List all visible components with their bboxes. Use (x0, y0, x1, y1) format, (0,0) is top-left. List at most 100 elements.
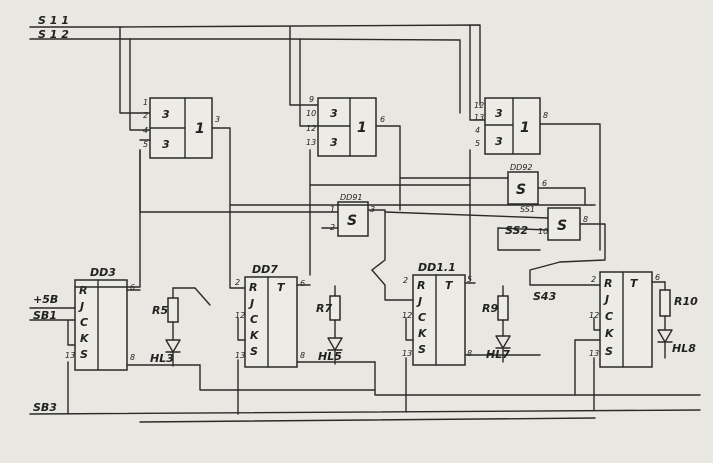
gate-dd92: S DD92 6 (399, 163, 586, 206)
indicator-1: R5 HL3 (150, 287, 211, 367)
gate1-pin: 1 (143, 98, 148, 107)
r9-label: R9 (482, 302, 498, 315)
gate2-pin: 9 (309, 95, 314, 104)
ff4-pin-r: R (604, 277, 612, 290)
gate1-pin: 4 (143, 126, 148, 135)
gate3-pin: 8 (543, 111, 548, 120)
gate3-pin: 13 (474, 113, 484, 122)
dd1-1-pin-j: J (416, 295, 422, 308)
gate-dd91: S DD91 1 2 3 (139, 193, 386, 271)
dd91-symbol: S (347, 213, 357, 229)
dd92-symbol: S (516, 182, 526, 198)
dd91-pin: 1 (330, 205, 335, 214)
sb3-label: SB3 (33, 401, 57, 414)
dd7-label: DD7 (252, 263, 278, 276)
hl7-label: HL7 (486, 348, 510, 361)
gate1-in1: 3 (162, 108, 170, 121)
dd1-1-pin-s: S (418, 343, 426, 356)
hl3-label: HL3 (150, 352, 174, 365)
flipflop-4: R J C K S T 2 12 13 6 S43 (529, 261, 701, 411)
gate3-pin: 4 (475, 126, 480, 135)
s12-label: S 1 2 (38, 28, 69, 41)
dd7-num: 8 (300, 351, 305, 360)
dd7-pin-c: C (250, 313, 258, 326)
dd3-num: 8 (130, 353, 135, 362)
gate1-in2: 3 (162, 138, 170, 151)
gate2-pin: 10 (306, 109, 316, 118)
ff4-num: 12 (589, 311, 599, 320)
s43-label: S43 (533, 290, 557, 303)
dd1-1-label: DD1.1 (418, 261, 456, 274)
ff4-pin-t: T (630, 277, 639, 290)
dd1-1-pin-t: T (445, 279, 454, 292)
bus-s12 (29, 38, 461, 114)
gate2-in2: 3 (330, 136, 338, 149)
gate1-pin: 3 (215, 115, 220, 124)
gate2-symbol: 1 (357, 120, 367, 136)
ff4-pin-j: J (603, 293, 609, 306)
dd7-pin-k: K (250, 329, 260, 342)
dd7-num: 2 (235, 278, 240, 287)
bus-lines (29, 24, 701, 415)
ss1-label: SS1 (520, 205, 535, 214)
dd3-pin-r: R (79, 284, 87, 297)
or-gate-2: 3 3 1 9 10 12 13 6 (306, 95, 401, 276)
dd1-1-num: 8 (467, 349, 472, 358)
dd1-1-pin-k: K (418, 327, 428, 340)
gate2-pin: 13 (306, 138, 316, 147)
indicator-4: R10 HL8 (657, 281, 698, 359)
dd7-pin-j: J (248, 297, 254, 310)
dd3-pin-c: C (80, 316, 88, 329)
hl5-label: HL5 (318, 350, 342, 363)
dd7-num: 13 (235, 351, 245, 360)
dd1-1-num: 2 (403, 276, 408, 285)
interconnect-wires (74, 149, 596, 423)
dd3-num: 13 (65, 351, 75, 360)
gate2-in1: 3 (330, 107, 338, 120)
ss1-pin: 10 (538, 227, 548, 236)
dd7-pin-s: S (250, 345, 258, 358)
gate1-pin: 5 (143, 140, 148, 149)
sb1-label: SB1 (33, 309, 57, 322)
dd3-pin-s: S (80, 348, 88, 361)
gate3-in2: 3 (495, 135, 503, 148)
dd91-label: DD91 (340, 193, 363, 202)
dd7-num: 12 (235, 311, 245, 320)
gate3-pin: 5 (475, 139, 480, 148)
s11-label: S 1 1 (38, 14, 69, 27)
gate3-symbol: 1 (520, 120, 530, 136)
gate3-pin: 12 (474, 101, 484, 110)
or-gate-3: 3 3 1 12 13 4 5 8 (469, 97, 601, 281)
bus-sb3 (29, 409, 701, 415)
dd7-pin-r: R (249, 281, 257, 294)
dd1-1-num: 5 (467, 275, 472, 284)
bus-s11 (29, 24, 481, 106)
dd3-pin-k: K (80, 332, 90, 345)
gate1-symbol: 1 (195, 121, 205, 137)
dd3-pin-j: J (78, 300, 84, 313)
gate2-pin: 12 (306, 124, 316, 133)
flipflop-dd1-1: DD1.1 R J C K S T 2 12 13 5 8 (371, 261, 541, 413)
or-gate-1: 3 3 1 1 2 4 5 3 (139, 97, 231, 281)
ff4-num: 2 (591, 275, 596, 284)
ff4-pin-k: K (605, 327, 615, 340)
gate-ss1: S SS1 10 8 SS2 (384, 205, 606, 263)
r7-label: R7 (316, 302, 332, 315)
flipflop-dd3: DD3 R J C K S 6 8 13 (29, 266, 201, 415)
ss1-symbol: S (557, 218, 567, 234)
ff4-num: 6 (655, 273, 660, 282)
gate1-pin: 2 (143, 111, 148, 120)
ff4-pin-c: C (605, 310, 613, 323)
indicator-3: R9 HL7 (482, 285, 511, 363)
dd7-pin-t: T (277, 281, 286, 294)
dd1-1-pin-r: R (417, 279, 425, 292)
dd1-1-num: 12 (402, 311, 412, 320)
dd1-1-num: 13 (402, 349, 412, 358)
r5-label: R5 (152, 304, 168, 317)
ff4-pin-s: S (605, 345, 613, 358)
ss2-label: SS2 (505, 224, 528, 237)
flipflop-dd7: DD7 R J C K S T 2 12 13 6 8 (229, 219, 376, 415)
indicator-2: R7 HL5 (316, 285, 343, 365)
